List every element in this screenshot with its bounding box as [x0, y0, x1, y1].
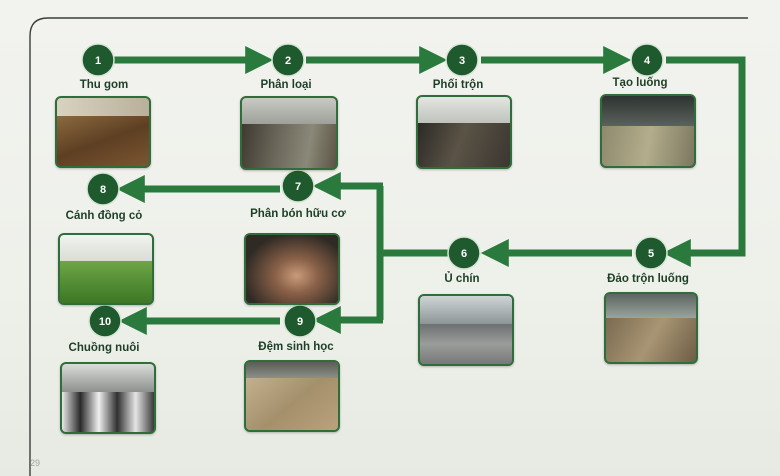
step-1-label: Thu gom [79, 79, 129, 91]
step-5-photo [604, 292, 698, 364]
step-2-number: 2 [285, 55, 291, 67]
step-4-number: 4 [644, 55, 651, 67]
step-7-circle [281, 169, 315, 203]
step-7-photo [244, 233, 340, 305]
step-10-number: 10 [99, 316, 111, 328]
arrow-4-5 [662, 56, 746, 267]
step-8-label: Cánh đồng cỏ [65, 210, 143, 222]
step-6-label: Ủ chín [444, 273, 480, 285]
step-5-label: Đảo trộn luống [607, 273, 689, 285]
step-9-label: Đệm sinh học [258, 341, 334, 353]
step-9-number: 9 [297, 316, 303, 328]
step-2-label: Phân loại [260, 79, 312, 91]
step-8-number: 8 [100, 184, 106, 196]
step-1-number: 1 [95, 55, 101, 67]
step-4-circle [630, 43, 664, 77]
step-2-photo [240, 96, 338, 170]
step-10-circle [88, 304, 122, 338]
step-8-photo [58, 233, 154, 305]
step-1-photo [55, 96, 151, 168]
step-7-label: Phân bón hữu cơ [250, 208, 346, 220]
step-3-label: Phối trộn [432, 79, 484, 91]
step-5-number: 5 [648, 248, 654, 260]
step-7-number: 7 [295, 181, 301, 193]
step-1-circle [81, 43, 115, 77]
step-9-photo [244, 360, 340, 432]
step-8-circle [86, 172, 120, 206]
slide-frame [29, 17, 748, 476]
step-3-circle [445, 43, 479, 77]
step-3-photo [416, 95, 512, 169]
step-10-photo [60, 362, 156, 434]
step-3-number: 3 [459, 55, 465, 67]
step-5-circle [634, 236, 668, 270]
step-4-photo [600, 94, 696, 168]
step-6-photo [418, 294, 514, 366]
page-number: 29 [30, 458, 41, 468]
step-10-label: Chuồng nuôi [68, 342, 140, 354]
step-9-circle [283, 304, 317, 338]
step-6-circle [447, 236, 481, 270]
step-2-circle [271, 43, 305, 77]
step-4-label: Tạo luống [612, 77, 668, 89]
step-6-number: 6 [461, 248, 467, 260]
